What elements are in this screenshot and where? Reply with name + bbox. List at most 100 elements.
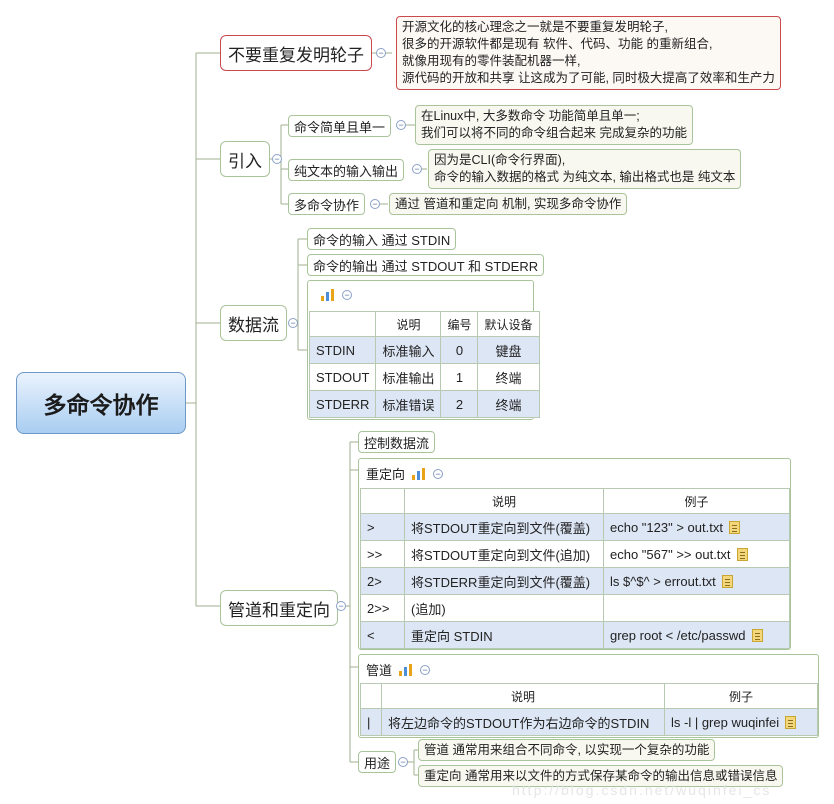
note-icon[interactable] xyxy=(751,628,763,642)
topic-pipe-redirect[interactable]: 管道和重定向 xyxy=(220,590,338,626)
table-row[interactable]: >> 将STDOUT重定向到文件(追加) echo "567" >> out.t… xyxy=(360,540,790,568)
table-cell: 标准错误 xyxy=(375,390,442,418)
note-line: 通过 管道和重定向 机制, 实现多命令协作 xyxy=(395,197,622,211)
collapse-toggle[interactable]: − xyxy=(272,154,282,164)
table-cell: 将STDOUT重定向到文件(覆盖) xyxy=(404,513,604,541)
table-cell: 1 xyxy=(440,363,479,391)
table-row[interactable]: 2> 将STDERR重定向到文件(覆盖) ls $^$^ > errout.tx… xyxy=(360,567,790,595)
topic-data-flow[interactable]: 数据流 xyxy=(220,305,287,341)
subtopic-stdout-stderr[interactable]: 命令的输出 通过 STDOUT 和 STDERR xyxy=(307,254,545,276)
root-topic[interactable]: 多命令协作 xyxy=(16,372,186,434)
table-cell: echo "123" > out.txt xyxy=(603,513,790,541)
collapse-toggle[interactable]: − xyxy=(398,757,408,767)
table-header-cell: 例子 xyxy=(603,488,790,514)
table-row[interactable]: STDERR 标准错误 2 终端 xyxy=(308,390,540,418)
table-header-icons: − xyxy=(320,288,352,302)
redirect-header: 重定向 − xyxy=(366,464,444,483)
table-row[interactable]: < 重定向 STDIN grep root < /etc/passwd xyxy=(360,621,790,649)
table-row[interactable]: | 将左边命令的STDOUT作为右边命令的STDIN ls -l | grep … xyxy=(360,708,818,736)
collapse-toggle[interactable]: − xyxy=(433,468,444,479)
pipe-table: 说明 例子 | 将左边命令的STDOUT作为右边命令的STDIN ls -l |… xyxy=(360,683,818,736)
subtopic-plain-text-io[interactable]: 纯文本的输入输出 xyxy=(288,159,405,181)
table-row[interactable]: > 将STDOUT重定向到文件(覆盖) echo "123" > out.txt xyxy=(360,513,790,541)
note-multi-command: 通过 管道和重定向 机制, 实现多命令协作 xyxy=(389,193,628,215)
example-text: ls -l | grep wuqinfei xyxy=(671,714,780,730)
table-row[interactable]: STDIN 标准输入 0 键盘 xyxy=(308,336,540,364)
collapse-toggle[interactable]: − xyxy=(336,601,346,611)
table-header-cell: 说明 xyxy=(404,488,604,514)
table-cell: 重定向 STDIN xyxy=(404,621,604,649)
table-cell: 0 xyxy=(440,336,479,364)
table-header-cell: 默认设备 xyxy=(477,311,540,337)
table-cell: 标准输入 xyxy=(375,336,442,364)
data-flow-table: 说明 编号 默认设备 STDIN 标准输入 0 键盘 STDOUT 标准输出 1… xyxy=(308,311,540,418)
example-text: echo "567" >> out.txt xyxy=(610,546,731,562)
subtopic-simple-single[interactable]: 命令简单且单一 xyxy=(288,115,392,137)
table-cell: 终端 xyxy=(477,363,540,391)
table-cell: | xyxy=(360,708,382,736)
table-cell: 标准输出 xyxy=(375,363,442,391)
table-cell xyxy=(603,594,790,622)
table-cell: > xyxy=(360,513,405,541)
collapse-toggle[interactable]: − xyxy=(396,120,406,130)
note-icon[interactable] xyxy=(721,574,733,588)
table-icon xyxy=(412,467,426,480)
example-text: echo "123" > out.txt xyxy=(610,519,723,535)
collapse-toggle[interactable]: − xyxy=(370,199,380,209)
topic-intro[interactable]: 引入 xyxy=(220,141,270,177)
table-cell: 将STDERR重定向到文件(覆盖) xyxy=(404,567,604,595)
table-cell: 终端 xyxy=(477,390,540,418)
note-line: 开源文化的核心理念之一就是不要重复发明轮子, xyxy=(402,20,668,34)
subtopic-usage[interactable]: 用途 xyxy=(358,751,397,773)
note-line: 命令的输入数据的格式 为纯文本, 输出格式也是 纯文本 xyxy=(434,170,736,184)
table-cell: 键盘 xyxy=(477,336,540,364)
note-line: 源代码的开放和共享 让这成为了可能, 同时极大提高了效率和生产力 xyxy=(402,71,775,85)
table-icon xyxy=(321,289,334,301)
collapse-toggle[interactable]: − xyxy=(420,664,431,675)
note-line: 我们可以将不同的命令组合起来 完成复杂的功能 xyxy=(421,126,687,140)
table-row[interactable]: STDOUT 标准输出 1 终端 xyxy=(308,363,540,391)
topic-dont-reinvent[interactable]: 不要重复发明轮子 xyxy=(220,35,372,71)
table-cell: 将STDOUT重定向到文件(追加) xyxy=(404,540,604,568)
table-cell: 2 xyxy=(440,390,479,418)
note-plain-text-io: 因为是CLI(命令行界面), 命令的输入数据的格式 为纯文本, 输出格式也是 纯… xyxy=(428,149,742,189)
table-cell: 2> xyxy=(360,567,405,595)
note-usage-redirect: 重定向 通常用来以文件的方式保存某命令的输出信息或错误信息 xyxy=(418,765,784,787)
note-simple-single: 在Linux中, 大多数命令 功能简单且单一; 我们可以将不同的命令组合起来 完… xyxy=(415,105,693,145)
collapse-toggle[interactable]: − xyxy=(342,290,352,300)
table-cell: ls $^$^ > errout.txt xyxy=(603,567,790,595)
note-line: 管道 通常用来组合不同命令, 以实现一个复杂的功能 xyxy=(424,743,710,757)
note-line: 重定向 通常用来以文件的方式保存某命令的输出信息或错误信息 xyxy=(424,769,778,783)
table-cell: ls -l | grep wuqinfei xyxy=(664,708,818,736)
redirect-title: 重定向 xyxy=(366,467,406,482)
note-icon[interactable] xyxy=(736,547,748,561)
table-cell: grep root < /etc/passwd xyxy=(603,621,790,649)
note-line: 就像用现有的零件装配机器一样, xyxy=(402,54,581,68)
note-icon[interactable] xyxy=(785,715,797,729)
table-icon xyxy=(399,663,413,676)
collapse-toggle[interactable]: − xyxy=(412,164,422,174)
table-cell: STDOUT xyxy=(308,363,377,391)
collapse-toggle[interactable]: − xyxy=(288,318,298,328)
table-cell: STDERR xyxy=(308,390,377,418)
table-row[interactable]: 2>> (追加) xyxy=(360,594,790,622)
note-line: 很多的开源软件都是现有 软件、代码、功能 的重新组合, xyxy=(402,37,713,51)
table-header-cell xyxy=(360,683,382,709)
pipe-title: 管道 xyxy=(366,663,393,678)
table-header-cell: 说明 xyxy=(375,311,442,337)
collapse-toggle[interactable]: − xyxy=(376,48,386,58)
note-dont-reinvent: 开源文化的核心理念之一就是不要重复发明轮子, 很多的开源软件都是现有 软件、代码… xyxy=(396,16,781,90)
redirect-table: 说明 例子 > 将STDOUT重定向到文件(覆盖) echo "123" > o… xyxy=(360,488,790,649)
example-text: ls $^$^ > errout.txt xyxy=(610,573,716,589)
watermark: http://blog.csdn.net/wuqinfei_cs xyxy=(512,782,772,798)
note-icon[interactable] xyxy=(728,520,740,534)
table-header-cell: 编号 xyxy=(440,311,479,337)
note-line: 在Linux中, 大多数命令 功能简单且单一; xyxy=(421,109,640,123)
subtopic-control-flow[interactable]: 控制数据流 xyxy=(358,431,436,453)
table-header-cell xyxy=(360,488,405,514)
subtopic-multi-command[interactable]: 多命令协作 xyxy=(288,193,366,215)
table-cell: STDIN xyxy=(308,336,377,364)
table-cell: >> xyxy=(360,540,405,568)
subtopic-stdin[interactable]: 命令的输入 通过 STDIN xyxy=(307,228,457,250)
